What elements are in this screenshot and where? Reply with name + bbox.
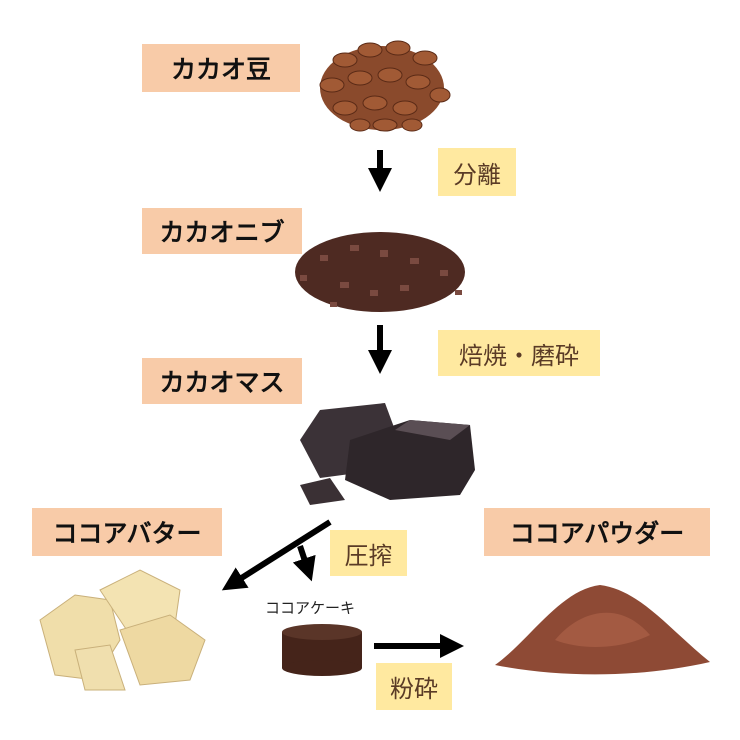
cacao-mass-image <box>300 403 475 505</box>
cocoa-butter-image <box>39 569 206 691</box>
cocoa-powder-image <box>495 585 710 675</box>
label-cacao-beans: カカオ豆 <box>142 44 300 92</box>
step-press: 圧搾 <box>330 530 407 576</box>
label-cacao-nibs: カカオニブ <box>142 208 302 254</box>
arrow-press-to-cake <box>292 545 316 582</box>
label-cocoa-cake: ココアケーキ <box>265 599 356 617</box>
label-cacao-mass: カカオマス <box>142 358 302 404</box>
cocoa-cake-icon <box>282 624 362 676</box>
step-roast-grind: 焙焼・磨砕 <box>438 330 600 376</box>
cacao-nibs-image <box>295 232 465 312</box>
label-cocoa-butter: ココアバター <box>32 508 222 556</box>
arrow-mass-to-butter <box>221 519 332 591</box>
step-separation: 分離 <box>438 148 516 196</box>
step-pulverize: 粉砕 <box>376 663 452 710</box>
cacao-beans-image <box>319 40 451 132</box>
label-cocoa-powder: ココアパウダー <box>484 508 710 556</box>
